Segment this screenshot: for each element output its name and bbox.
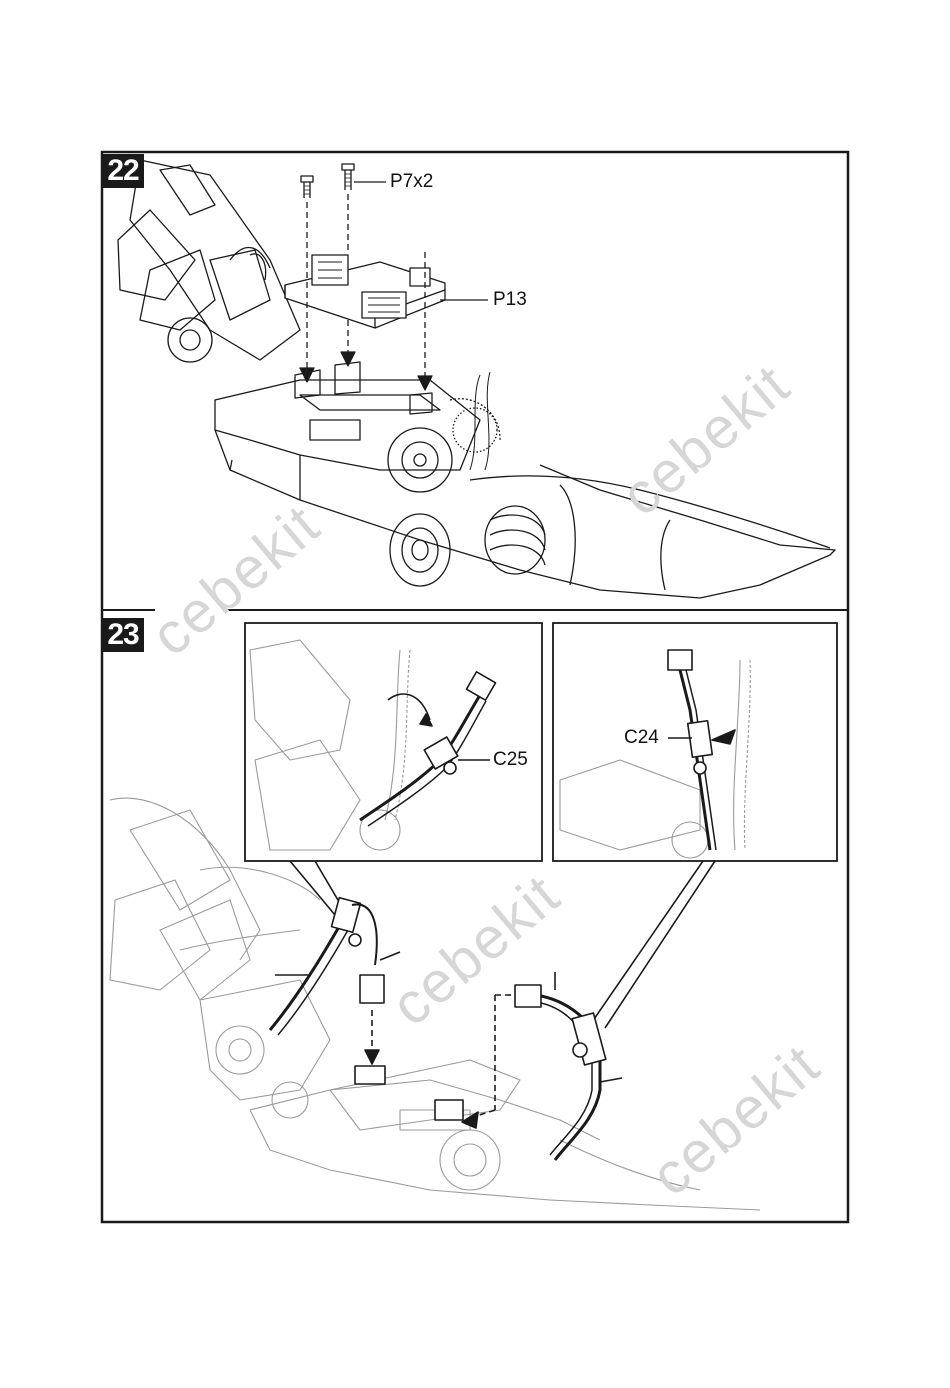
part-label-c25: C25 (493, 750, 528, 770)
screw-icon (342, 164, 354, 190)
part-label-c24: C24 (624, 728, 659, 748)
inset-left (245, 623, 542, 861)
part-label-screws: P7x2 (390, 172, 433, 192)
step-22-illustration (118, 160, 835, 598)
part-label-board: P13 (493, 290, 527, 310)
screw-icon (301, 176, 313, 198)
step-number-badge: 22 (102, 154, 144, 188)
step-number-badge: 23 (102, 618, 144, 652)
